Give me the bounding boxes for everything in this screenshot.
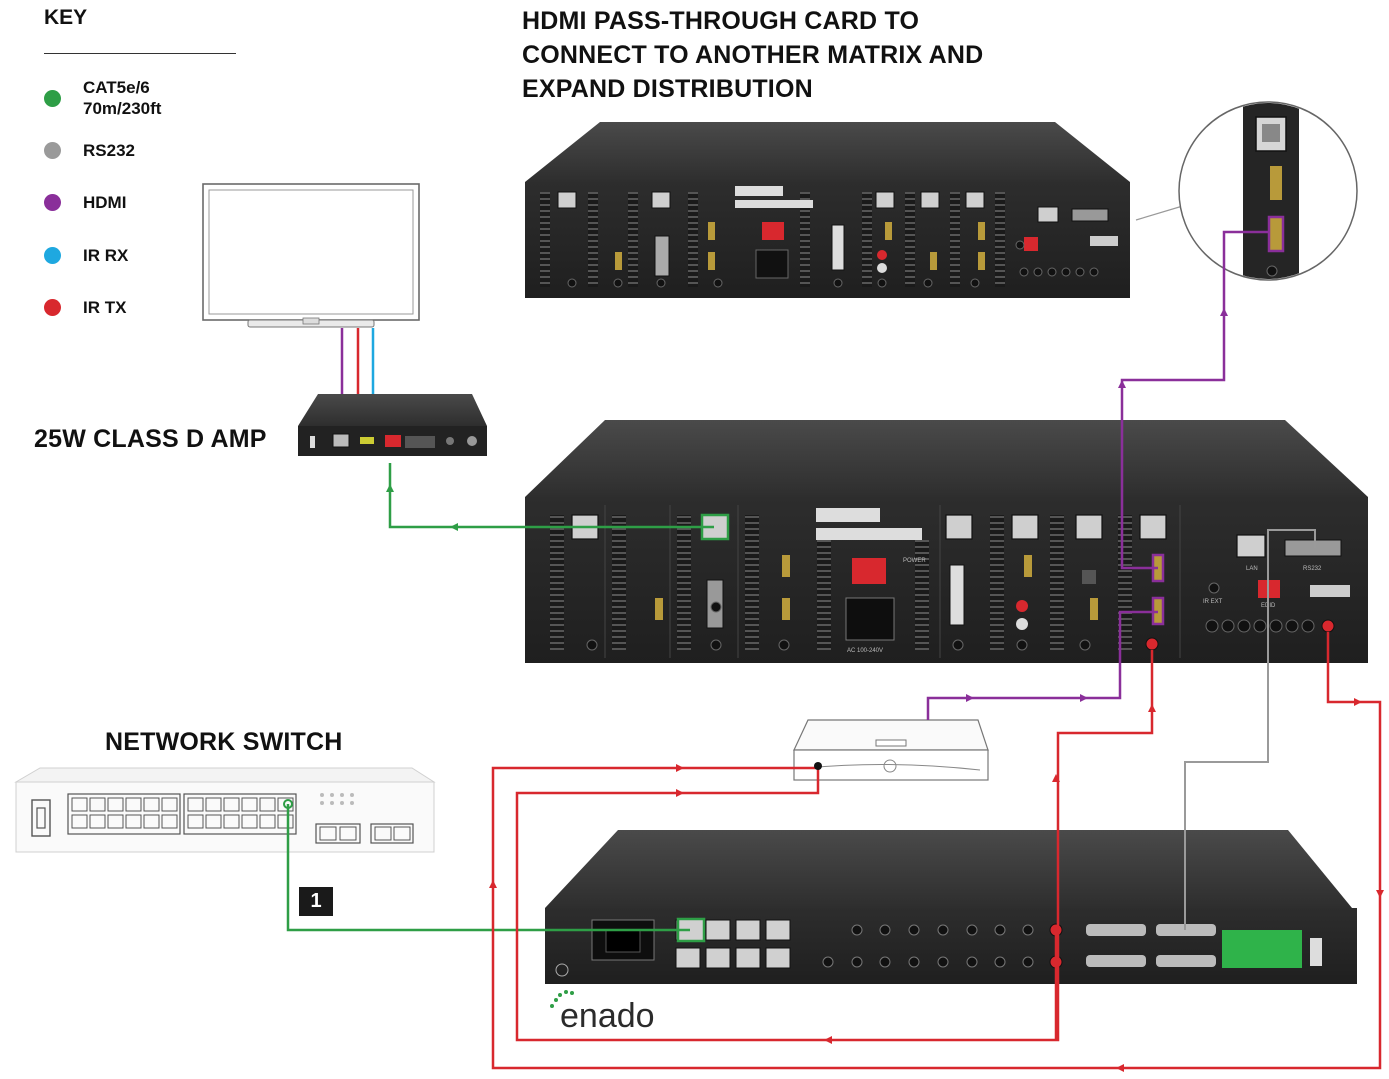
ir-tx-cable-2	[491, 632, 1382, 1070]
switch-port	[277, 797, 294, 812]
rs232-cable	[1184, 529, 1316, 930]
controller-lan-port	[765, 919, 791, 941]
switch-port	[205, 797, 222, 812]
switch-heading: NETWORK SWITCH	[105, 728, 343, 756]
switch-port	[187, 814, 204, 829]
switch-port	[125, 814, 142, 829]
switch-port	[107, 814, 124, 829]
ac-label: AC 100-240V	[847, 648, 883, 654]
switch-port	[107, 797, 124, 812]
red-dot-icon	[44, 299, 61, 316]
lan-port-label: LAN	[1246, 566, 1258, 572]
key-label-ir-tx: IR TX	[83, 298, 127, 317]
controller-ir-jack	[937, 924, 949, 936]
controller-ir-jack	[937, 956, 949, 968]
switch-port	[143, 814, 160, 829]
enado-controller-device	[545, 830, 1357, 984]
key-divider	[44, 53, 236, 54]
key-title: KEY	[44, 6, 88, 29]
tv-display	[202, 183, 420, 328]
switch-port	[161, 814, 178, 829]
switch-port	[89, 797, 106, 812]
purple-dot-icon	[44, 194, 61, 211]
key-item-hdmi: HDMI	[44, 192, 126, 213]
controller-lan-port	[765, 947, 791, 969]
controller-ir-jack	[908, 956, 920, 968]
switch-port	[259, 797, 276, 812]
controller-lan-port	[735, 919, 761, 941]
controller-ir-jack	[851, 956, 863, 968]
key-item-rs232: RS232	[44, 140, 135, 161]
enado-logo: enado	[560, 997, 655, 1035]
key-item-ir-tx: IR TX	[44, 297, 126, 318]
network-switch-device	[14, 767, 436, 853]
controller-lan-port	[675, 947, 701, 969]
ir-ext-label: IR EXT	[1203, 599, 1223, 605]
switch-port	[71, 814, 88, 829]
switch-port	[205, 814, 222, 829]
controller-ir-jack	[1022, 956, 1034, 968]
hdmi-cable-source	[926, 610, 1158, 720]
power-label: POWER	[903, 558, 926, 564]
main-matrix-device: POWER AC 100-240V LAN RS232 EDID IR EXT	[525, 420, 1368, 663]
key-label-ir-rx: IR RX	[83, 246, 129, 265]
switch-port	[259, 814, 276, 829]
controller-lan-port	[735, 947, 761, 969]
controller-ir-jack	[1022, 924, 1034, 936]
controller-lan-port	[705, 947, 731, 969]
switch-port	[277, 814, 294, 829]
controller-ir-jack	[966, 956, 978, 968]
cat-cable-switch	[286, 804, 690, 932]
key-item-ir-rx: IR RX	[44, 245, 128, 266]
switch-port	[71, 797, 88, 812]
controller-ir-jack	[908, 924, 920, 936]
controller-ir-jack	[879, 956, 891, 968]
key-label-rs232: RS232	[83, 141, 135, 160]
controller-ir-jack	[879, 924, 891, 936]
gray-dot-icon	[44, 142, 61, 159]
switch-port	[223, 797, 240, 812]
ir-source-device	[793, 719, 989, 781]
tv-amp-cables	[340, 328, 375, 394]
switch-port	[223, 814, 240, 829]
ir-tx-cable-1	[515, 650, 1154, 1042]
switch-port	[241, 797, 258, 812]
blue-dot-icon	[44, 247, 61, 264]
amp-heading: 25W CLASS D AMP	[34, 425, 267, 453]
zoom-detail-circle	[1135, 101, 1358, 281]
controller-ir-jack	[994, 924, 1006, 936]
amp-device	[298, 394, 487, 456]
key-label-hdmi: HDMI	[83, 193, 127, 212]
switch-port	[241, 814, 258, 829]
top-matrix-device	[525, 122, 1130, 298]
controller-lan-port	[705, 919, 731, 941]
step-badge: 1	[299, 887, 333, 916]
controller-ir-jack	[994, 956, 1006, 968]
green-dot-icon	[44, 89, 61, 107]
switch-port	[187, 797, 204, 812]
controller-ir-jack	[851, 924, 863, 936]
switch-port	[125, 797, 142, 812]
switch-port	[89, 814, 106, 829]
hdmi-cable-passthrough	[1120, 230, 1270, 570]
rs232-port-label: RS232	[1303, 566, 1322, 572]
switch-port	[161, 797, 178, 812]
controller-ir-jack	[966, 924, 978, 936]
switch-port	[143, 797, 160, 812]
enado-logo-dots-icon	[550, 990, 574, 1008]
controller-ir-jack	[822, 956, 834, 968]
passthrough-heading: HDMI PASS-THROUGH CARD TO CONNECT TO ANO…	[522, 7, 984, 103]
